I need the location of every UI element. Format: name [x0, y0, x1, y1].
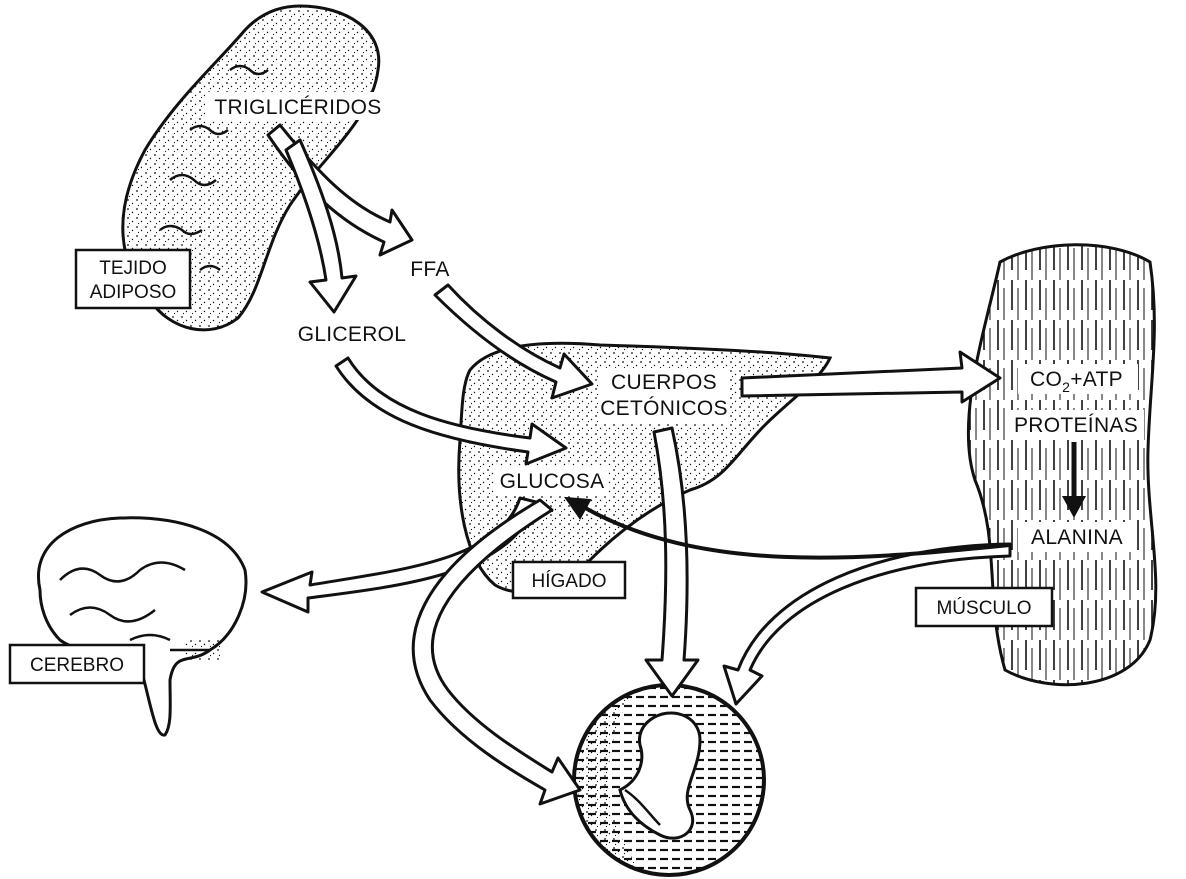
co2-sub: 2: [1062, 379, 1070, 395]
alanina-label: ALANINA: [1031, 526, 1123, 549]
ffa-label: FFA: [410, 258, 449, 281]
fetus-icon: [574, 685, 764, 875]
higado-label: HÍGADO: [532, 571, 607, 592]
musculo-label: MÚSCULO: [936, 597, 1031, 619]
glucosa-label: GLUCOSA: [500, 470, 605, 493]
co2-base: CO: [1030, 368, 1062, 391]
co2-rest: +ATP: [1070, 368, 1123, 391]
co2-atp-label: CO2+ATP: [1030, 368, 1123, 395]
cerebro-label: CEREBRO: [30, 655, 124, 676]
brain-icon: [38, 518, 246, 735]
cuerpos-label-line2: CETÓNICOS: [600, 397, 728, 420]
cuerpos-label-line1: CUERPOS: [611, 371, 717, 394]
glicerol-label: GLICEROL: [298, 323, 407, 346]
tejido-label-line1: TEJIDO: [99, 258, 167, 279]
tejido-label-line2: ADIPOSO: [90, 282, 177, 303]
trigliceridos-label: TRIGLICÉRIDOS: [214, 96, 381, 119]
proteinas-label: PROTEÍNAS: [1014, 414, 1138, 437]
